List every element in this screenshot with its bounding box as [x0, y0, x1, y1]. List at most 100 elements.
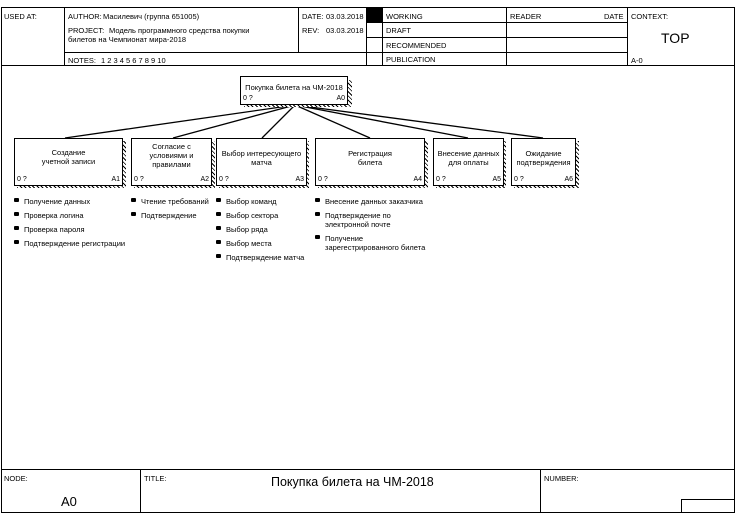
list-item: Выбор ряда: [216, 225, 304, 234]
activity-cost: 0 ?: [436, 176, 446, 183]
list-item: Подтверждение матча: [216, 253, 304, 262]
date-value: 03.03.2018: [326, 12, 364, 21]
arrow-stub-icon: [14, 198, 19, 202]
arrow-stub-icon: [216, 226, 221, 230]
notes-value: 1 2 3 4 5 6 7 8 9 10: [101, 56, 166, 65]
arrow-stub-icon: [216, 254, 221, 258]
list-item: Проверка логина: [14, 211, 125, 220]
header-divider: [64, 7, 65, 66]
list-item: Выбор места: [216, 239, 304, 248]
arrow-stub-icon: [315, 198, 320, 202]
header-divider: [382, 7, 383, 66]
connector-a3: [261, 104, 296, 139]
connector-a4: [294, 104, 371, 139]
activity-cost: 0 ?: [134, 176, 144, 183]
project-label: PROJECT:: [68, 26, 105, 35]
activity-label: Выбор интересующего матча: [221, 149, 302, 167]
activity-box-a5[interactable]: Внесение данных для оплаты 0 ? A5: [433, 138, 504, 186]
arrow-stub-icon: [131, 212, 136, 216]
project-value: Модель программного средства покупки: [109, 26, 250, 35]
diagram-border-right: [734, 66, 735, 469]
list-item: Подтверждение: [131, 211, 209, 220]
sub-activity-list-a2: Чтение требований Подтверждение: [131, 197, 209, 225]
date-label: DATE:: [302, 12, 324, 21]
activity-box-a1[interactable]: Создание учетной записи 0 ? A1: [14, 138, 123, 186]
list-item: Получение зарегестрированного билета: [315, 234, 425, 252]
author-label: AUTHOR:: [68, 12, 102, 21]
activity-box-a3[interactable]: Выбор интересующего матча 0 ? A3: [216, 138, 307, 186]
activity-label: Создание учетной записи: [41, 148, 96, 166]
connector-a1: [64, 104, 296, 139]
activity-label: Согласие с условиями и правилами: [149, 142, 194, 169]
header-divider: [366, 52, 627, 53]
connector-a6: [294, 104, 544, 139]
diagram-border-left: [1, 66, 2, 469]
activity-number: A4: [413, 176, 422, 183]
header-divider: [506, 7, 507, 66]
list-item: Внесение данных заказчика: [315, 197, 425, 206]
header-frame: [1, 7, 735, 66]
list-item: Выбор команд: [216, 197, 304, 206]
activity-number: A5: [492, 176, 501, 183]
node-label: NODE:: [4, 474, 28, 483]
list-item: Выбор сектора: [216, 211, 304, 220]
connector-a2: [172, 104, 296, 139]
status-recommended: RECOMMENDED: [386, 41, 447, 50]
arrow-stub-icon: [216, 198, 221, 202]
title-label: TITLE:: [144, 474, 167, 483]
activity-box-a2[interactable]: Согласие с условиями и правилами 0 ? A2: [131, 138, 212, 186]
number-label: NUMBER:: [544, 474, 579, 483]
activity-box-a4[interactable]: Регистрация билета 0 ? A4: [315, 138, 425, 186]
list-item: Подтверждение регистрации: [14, 239, 125, 248]
context-node: A-0: [631, 56, 643, 65]
context-label: CONTEXT:: [631, 12, 669, 21]
arrow-stub-icon: [14, 240, 19, 244]
sub-activity-list-a3: Выбор команд Выбор сектора Выбор ряда Вы…: [216, 197, 304, 267]
arrow-stub-icon: [131, 198, 136, 202]
header-divider: [366, 22, 627, 23]
footer-frame: [1, 469, 735, 513]
reader-date-label: DATE: [604, 12, 624, 21]
list-item: Проверка пароля: [14, 225, 125, 234]
sub-activity-list-a4: Внесение данных заказчика Подтверждение …: [315, 197, 425, 257]
rev-label: REV:: [302, 26, 320, 35]
list-item: Получение данных: [14, 197, 125, 206]
header-divider: [366, 7, 367, 66]
footer-divider: [140, 469, 141, 513]
connector-a5: [294, 104, 469, 139]
activity-cost: 0 ?: [17, 176, 27, 183]
header-divider: [64, 52, 366, 53]
status-publication: PUBLICATION: [386, 55, 436, 64]
activity-cost: 0 ?: [219, 176, 229, 183]
header-divider: [298, 7, 299, 52]
activity-number: A2: [200, 176, 209, 183]
project-value: билетов на Чемпионат мира-2018: [68, 35, 187, 44]
activity-number: A1: [111, 176, 120, 183]
list-item: Чтение требований: [131, 197, 209, 206]
activity-label: Ожидание подтверждения: [516, 149, 571, 167]
diagram-title: Покупка билета на ЧМ-2018: [271, 475, 434, 489]
sub-activity-list-a1: Получение данных Проверка логина Проверк…: [14, 197, 125, 253]
activity-box-a6[interactable]: Ожидание подтверждения 0 ? A6: [511, 138, 576, 186]
parent-activity-box[interactable]: Покупка билета на ЧМ-2018 0 ? A0: [240, 76, 348, 105]
activity-cost: 0 ?: [514, 176, 524, 183]
footer-corner-box: [681, 499, 735, 513]
rev-value: 03.03.2018: [326, 26, 364, 35]
parent-activity-number: A0: [336, 95, 345, 102]
context-value: TOP: [661, 30, 690, 46]
reader-label: READER: [510, 12, 542, 21]
node-value: A0: [61, 494, 77, 509]
activity-number: A3: [295, 176, 304, 183]
arrow-stub-icon: [315, 212, 320, 216]
arrow-stub-icon: [216, 240, 221, 244]
author-value: Масилевич (группа 651005): [103, 12, 200, 21]
parent-activity-label: Покупка билета на ЧМ-2018: [245, 83, 343, 92]
footer-divider: [540, 469, 541, 513]
arrow-stub-icon: [315, 235, 320, 239]
activity-label: Регистрация билета: [348, 149, 392, 167]
arrow-stub-icon: [14, 226, 19, 230]
activity-cost: 0 ?: [318, 176, 328, 183]
notes-label: NOTES:: [68, 56, 96, 65]
working-status-marker: [367, 8, 382, 22]
